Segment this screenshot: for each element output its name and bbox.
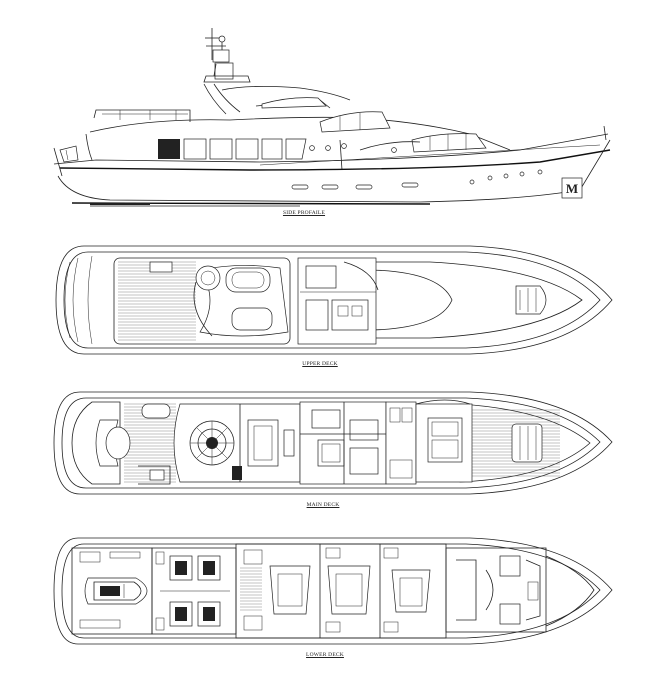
upper-deck-helm-station (297, 257, 379, 345)
main-deck-master-suite (415, 399, 543, 483)
lower-deck-engine-room (151, 547, 237, 635)
hull-profile (53, 125, 611, 207)
lower-deck-crew-quarters (445, 547, 595, 633)
lower-deck-tender-garage (71, 547, 153, 635)
shipyard-logo: M (561, 177, 583, 199)
main-superstructure (85, 111, 511, 171)
side-profile-caption: SIDE PROFAILE (282, 210, 326, 216)
main-deck-dining-galley (299, 401, 417, 485)
main-deck-aft-seating (95, 403, 171, 485)
flybridge-superstructure (93, 83, 351, 122)
main-deck-salon (173, 403, 301, 483)
lower-deck-caption: LOWER DECK (306, 652, 344, 658)
lower-deck-guest-cabins (235, 543, 447, 639)
upper-deck-hull-outline (55, 245, 613, 355)
upper-deck-tender (515, 285, 547, 315)
upper-deck-aft-teak-area (113, 257, 291, 345)
radar-mast (203, 28, 251, 83)
logo-letter: M (566, 181, 578, 196)
upper-deck-caption: UPPER DECK (302, 361, 338, 367)
main-deck-caption: MAIN DECK (306, 502, 340, 508)
